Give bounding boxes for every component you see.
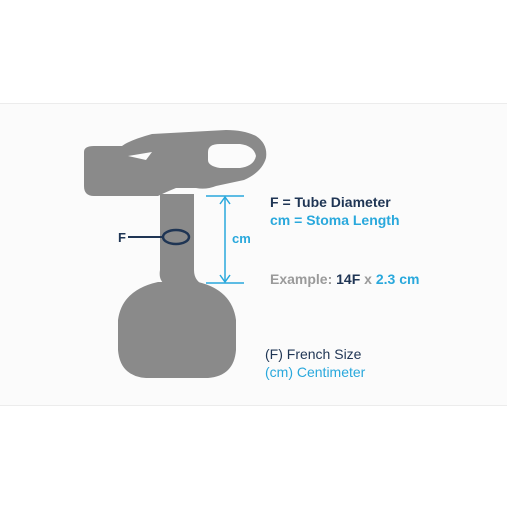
example-line: Example: 14F x 2.3 cm — [270, 271, 419, 287]
arrow-up-icon — [219, 195, 231, 205]
arrow-down-icon — [219, 274, 231, 284]
example-french: 14F — [336, 271, 361, 287]
stoma-length-definition: cm = Stoma Length — [270, 212, 400, 228]
example-times: x — [364, 271, 372, 287]
tube-diameter-definition: F = Tube Diameter — [270, 194, 391, 210]
legend-french-size: (F) French Size — [265, 346, 362, 362]
device-balloon — [118, 282, 236, 378]
example-label: Example: — [270, 271, 333, 287]
device-port-opening — [208, 144, 256, 168]
device-port-notch — [128, 152, 152, 160]
device-stem — [159, 194, 206, 286]
cm-marker-label: cm — [232, 231, 251, 246]
legend-centimeter: (cm) Centimeter — [265, 364, 366, 380]
example-length: 2.3 cm — [375, 271, 420, 287]
f-marker-label: F — [118, 230, 126, 245]
